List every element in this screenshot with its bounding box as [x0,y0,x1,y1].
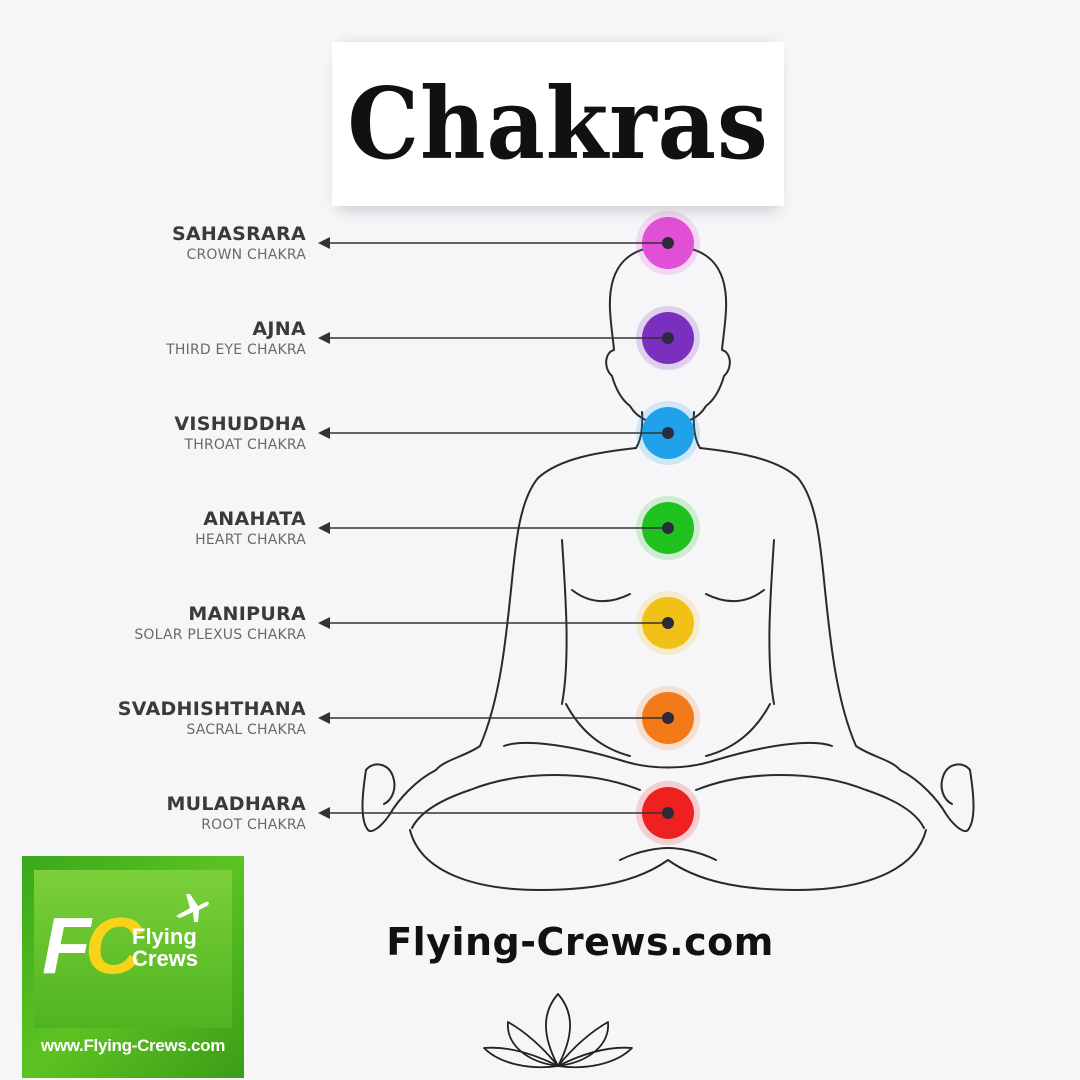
arrowhead-icon [318,617,330,629]
arrowhead-icon [318,237,330,249]
chakra-name: SAHASRARA [171,223,306,245]
chakra-subtitle: ROOT CHAKRA [201,817,306,833]
chakra-label-sahasrara: SAHASRARA CROWN CHAKRA [6,222,306,264]
arrowhead-icon [318,522,330,534]
title-box: Chakras [332,42,784,206]
chakra-subtitle: THROAT CHAKRA [184,437,306,453]
arrowhead-icon [318,427,330,439]
page-title: Chakras [347,66,769,182]
chakra-name: VISHUDDHA [174,413,306,435]
logo-name-line1: Flying [132,924,197,949]
chakra-subtitle: HEART CHAKRA [195,532,306,548]
chakra-center-dot [662,712,674,724]
chakra-label-muladhara: MULADHARA ROOT CHAKRA [6,792,306,834]
chakra-name: MULADHARA [166,793,306,815]
chakra-label-svadhishthana: SVADHISHTHANA SACRAL CHAKRA [6,697,306,739]
chakra-subtitle: SACRAL CHAKRA [186,722,306,738]
chakra-center-dot [662,522,674,534]
chakra-label-manipura: MANIPURA SOLAR PLEXUS CHAKRA [6,602,306,644]
logo-panel [34,870,232,1028]
logo-name-line2: Crews [132,946,199,971]
arrowhead-icon [318,807,330,819]
chakra-center-dot [662,427,674,439]
chakra-center-dot [662,332,674,344]
chakra-name: MANIPURA [188,603,306,625]
site-name: Flying-Crews.com [386,920,774,964]
chakra-name: SVADHISHTHANA [117,698,306,720]
chakra-subtitle: THIRD EYE CHAKRA [166,342,306,358]
logo-name: Flying Crews [132,926,222,970]
lotus-icon [483,993,633,1069]
chakra-subtitle: CROWN CHAKRA [186,247,306,263]
logo-url: www.Flying-Crews.com [40,1036,226,1055]
logo-initial-f: F [42,901,91,990]
flying-crews-logo: FC Flying Crews www.Flying-Crews.com [22,856,244,1078]
chakra-label-anahata: ANAHATA HEART CHAKRA [6,507,306,549]
chakra-center-dot [662,617,674,629]
airplane-icon [176,894,209,922]
arrowhead-icon [318,712,330,724]
chakra-center-dot [662,807,674,819]
arrowhead-icon [318,332,330,344]
chakra-label-vishuddha: VISHUDDHA THROAT CHAKRA [6,412,306,454]
chakra-name: AJNA [252,318,306,340]
chakra-name: ANAHATA [203,508,306,530]
chakra-center-dot [662,237,674,249]
chakra-subtitle: SOLAR PLEXUS CHAKRA [134,627,306,643]
chakra-label-ajna: AJNA THIRD EYE CHAKRA [6,317,306,359]
logo-initials: FC [42,900,143,992]
logo-initial-c: C [84,901,143,990]
